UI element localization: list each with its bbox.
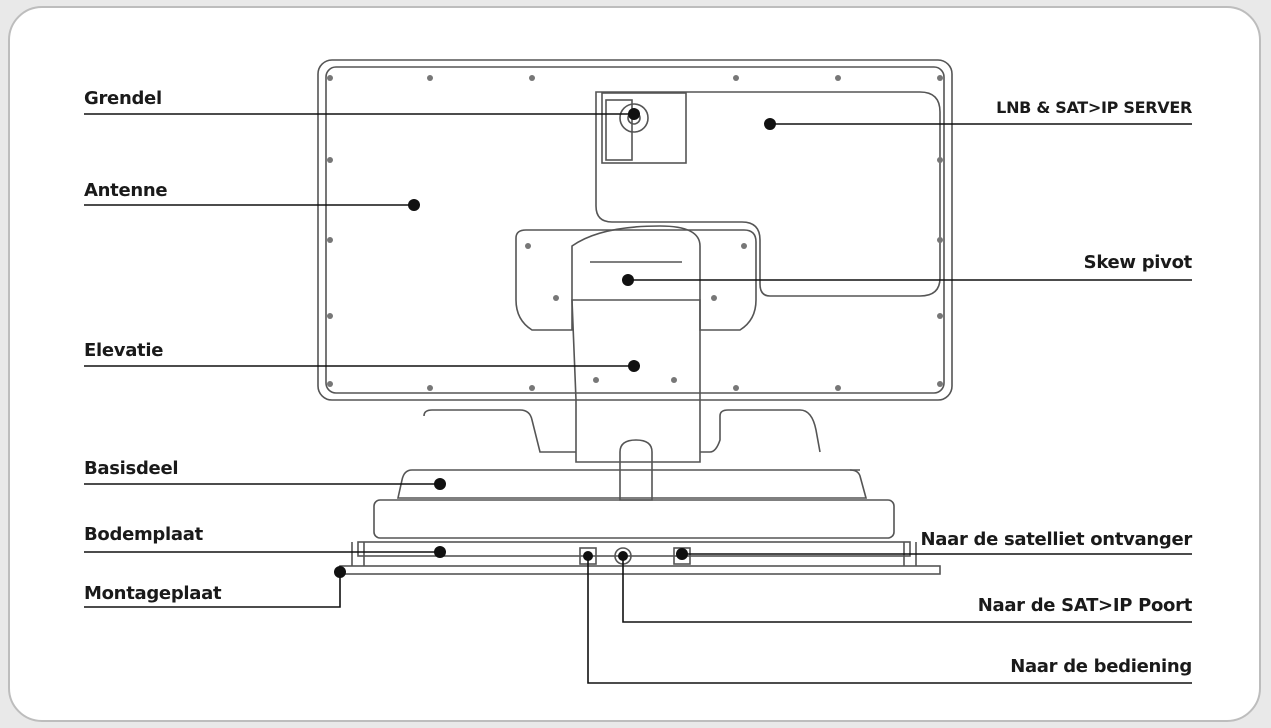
antenna-panel-inner: [325, 66, 945, 394]
label-basisdeel: Basisdeel: [84, 458, 179, 479]
dot-grendel: [628, 108, 640, 120]
dot-elevatie: [628, 360, 640, 372]
dot-antenne: [408, 199, 420, 211]
label-grendel: Grendel: [84, 88, 162, 109]
label-naar-ontvanger: Naar de satelliet ontvanger: [920, 529, 1193, 550]
lnb-housing: [595, 91, 941, 297]
label-lnb-server: LNB & SAT>IP SERVER: [996, 98, 1192, 117]
dot-basisdeel: [434, 478, 446, 490]
dot-lnb: [764, 118, 776, 130]
dot-sat-ip: [618, 551, 628, 561]
label-elevatie: Elevatie: [84, 340, 164, 361]
base-lower: [373, 499, 895, 539]
label-naar-bediening: Naar de bediening: [1010, 656, 1192, 677]
dot-bodemplaat: [434, 546, 446, 558]
antenna-panel-outer: [317, 59, 953, 401]
base-plate: [357, 541, 911, 557]
label-antenne: Antenne: [84, 180, 168, 201]
leader-montageplaat: [84, 572, 341, 608]
dot-montageplaat: [334, 566, 346, 578]
label-skew-pivot: Skew pivot: [1083, 252, 1193, 273]
label-naar-sat-ip: Naar de SAT>IP Poort: [977, 595, 1193, 616]
label-bodemplaat: Bodemplaat: [84, 524, 203, 545]
skew-pivot-plate: [515, 229, 757, 331]
dot-ontvanger: [676, 548, 688, 560]
base-housing: [423, 409, 821, 453]
elevation-arm: [571, 225, 701, 463]
mounting-plate: [339, 565, 941, 575]
leader-bediening: [587, 560, 1192, 684]
label-montageplaat: Montageplaat: [84, 583, 222, 604]
dot-bediening: [583, 551, 593, 561]
dot-skew: [622, 274, 634, 286]
latch-bracket: [601, 92, 687, 164]
leader-sat-ip: [622, 560, 1192, 623]
